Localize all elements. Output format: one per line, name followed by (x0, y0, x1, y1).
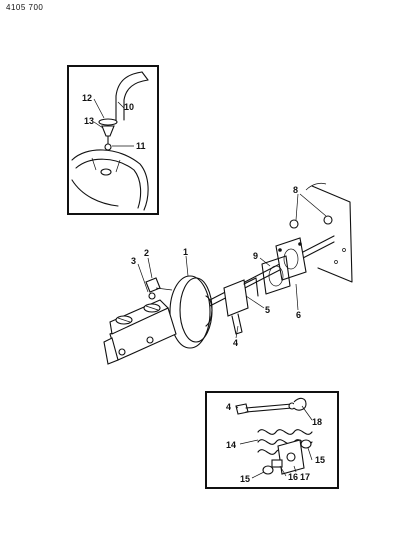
callout-11: 11 (136, 141, 146, 151)
callout-14: 14 (226, 440, 236, 450)
inset-frame-linkage (205, 391, 339, 489)
firewall-panel (311, 185, 353, 283)
booster-shell-detail (71, 149, 149, 211)
callout-2: 2 (144, 248, 149, 258)
inset-pedal-linkage: 4 18 14 15 15 16 17 (205, 391, 339, 489)
check-valve (98, 118, 118, 126)
callout-1: 1 (183, 247, 188, 257)
callout-15: 15 (315, 455, 325, 465)
switch-bracket (223, 279, 249, 317)
callout-16: 16 (288, 472, 298, 482)
callout-5: 5 (265, 305, 270, 315)
page-code: 4105 700 (6, 3, 44, 12)
check-valve (145, 277, 161, 293)
bushing (262, 465, 274, 475)
grommet (104, 143, 112, 151)
sleeve (271, 459, 283, 468)
nut (289, 219, 299, 229)
bushing (300, 439, 312, 449)
callout-4: 4 (233, 338, 238, 348)
callout-18: 18 (312, 417, 322, 427)
callout-6: 6 (296, 310, 301, 320)
callout-8: 8 (293, 185, 298, 195)
mounting-plate (275, 237, 307, 281)
callout-12: 12 (82, 93, 92, 103)
callout-9: 9 (253, 251, 258, 261)
bolt-shank (245, 403, 293, 409)
retaining-clip (293, 397, 307, 411)
callout-3: 3 (131, 256, 136, 266)
inset-frame-hose (67, 65, 159, 215)
main-assembly: 1 2 3 4 5 6 8 9 (103, 182, 353, 365)
vacuum-hose (115, 71, 143, 121)
brake-booster (169, 275, 211, 349)
gasket (261, 255, 291, 295)
callout-10: 10 (124, 102, 134, 112)
callout-13: 13 (84, 116, 94, 126)
callout-17: 17 (300, 472, 310, 482)
callout-15-lower: 15 (240, 474, 250, 484)
grommet (148, 292, 156, 300)
nut (323, 215, 333, 225)
spring (257, 429, 313, 435)
inset-vacuum-hose: 12 13 10 11 (67, 65, 159, 215)
callout-4-detail: 4 (226, 402, 231, 412)
